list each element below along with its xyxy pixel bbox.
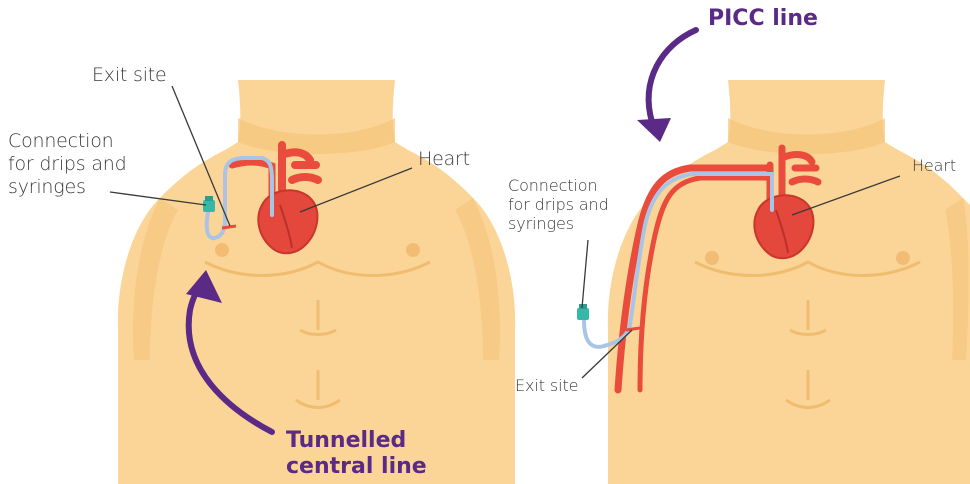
left-torso [118, 80, 515, 484]
right-connection-label: Connection for drips and syringes [508, 176, 609, 234]
left-connection-label: Connection for drips and syringes [8, 130, 126, 198]
left-exit-site-label: Exit site [92, 64, 167, 87]
right-title: PICC line [708, 6, 818, 32]
right-connector-cap [579, 304, 587, 309]
right-exit-mark [626, 328, 640, 330]
left-heart-label: Heart [418, 148, 470, 171]
left-exit-mark [222, 226, 236, 228]
right-heart-label: Heart [912, 156, 956, 175]
right-torso [608, 80, 970, 484]
left-connector [203, 200, 215, 212]
left-title: Tunnelled central line [286, 428, 427, 481]
right-arrow-head [637, 118, 671, 142]
left-nipple-right [406, 243, 420, 257]
right-arrow-curve [649, 30, 696, 122]
right-connector [577, 308, 589, 320]
right-nipple-right [896, 251, 910, 265]
right-exit-site-label: Exit site [515, 376, 578, 395]
right-arrow [637, 30, 696, 142]
left-connector-cap [205, 196, 213, 201]
right-connection-pointer [582, 240, 588, 308]
left-nipple-left [215, 243, 229, 257]
right-nipple-left [705, 251, 719, 265]
